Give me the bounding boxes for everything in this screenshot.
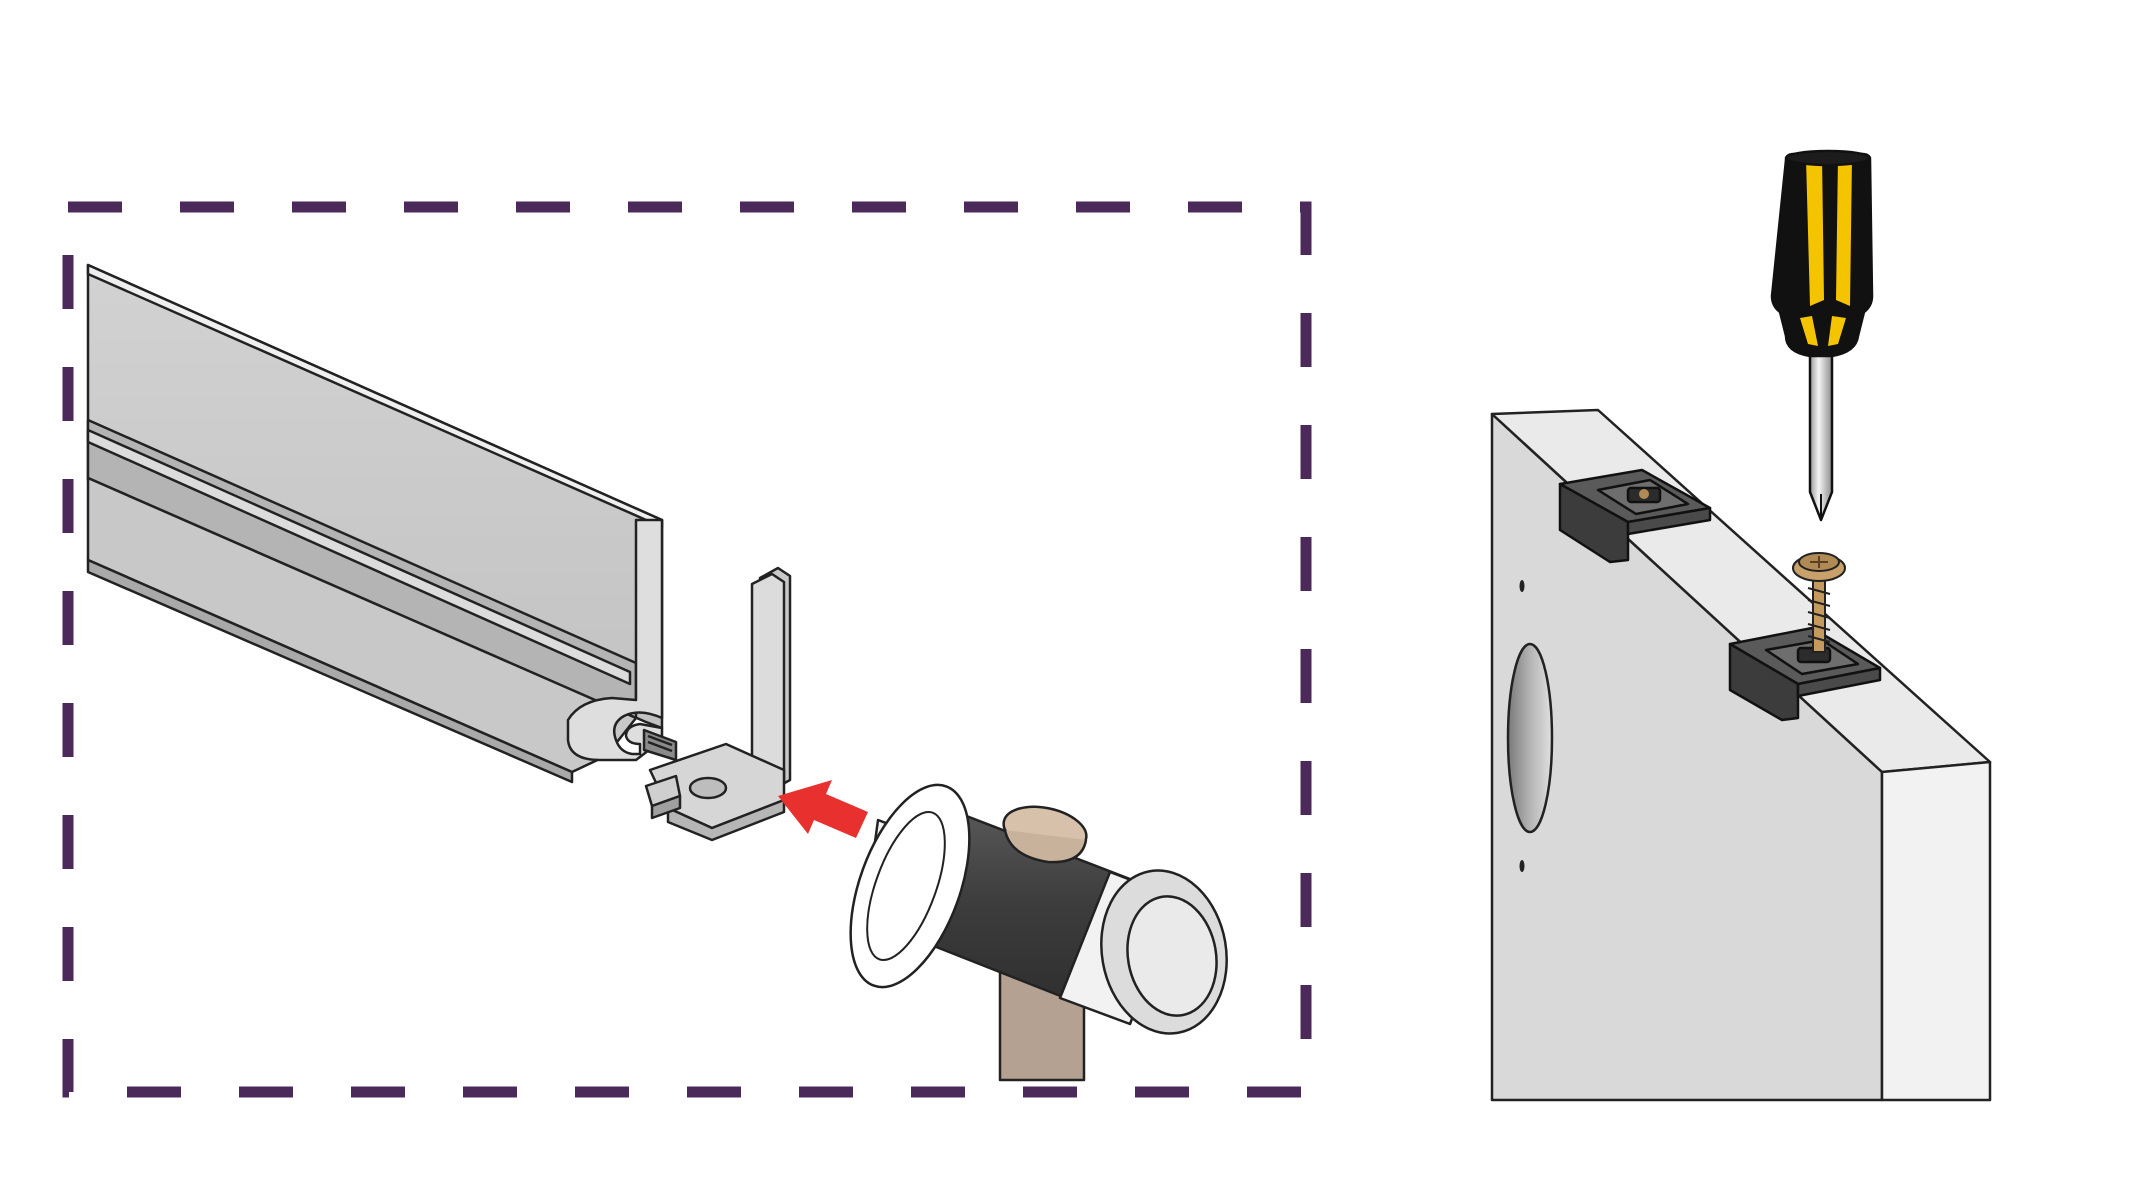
- fixing-hole: [1519, 580, 1525, 592]
- aluminium-handle-profile: [86, 263, 678, 784]
- screw: [1792, 552, 1846, 653]
- rubber-mallet: [849, 783, 1228, 1082]
- mounting-bracket: [1728, 626, 1882, 722]
- fixing-hole: [1519, 860, 1525, 872]
- mounting-bracket: [1558, 468, 1712, 564]
- step-frame: [62, 201, 1312, 1098]
- end-cap: [644, 566, 792, 842]
- phillips-screwdriver: [1770, 149, 1874, 522]
- handle-cutout: [1506, 642, 1554, 834]
- insertion-direction-arrow: [778, 780, 868, 838]
